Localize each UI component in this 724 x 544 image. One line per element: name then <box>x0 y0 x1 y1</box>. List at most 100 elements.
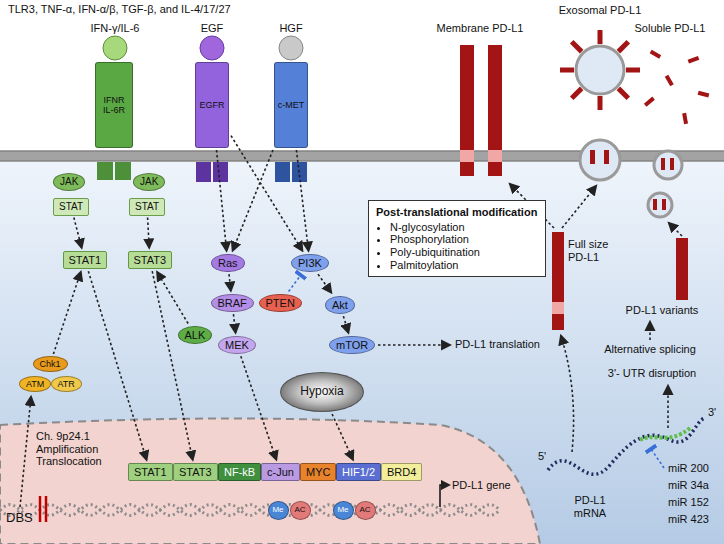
flow-arrow <box>649 322 651 340</box>
node-label: STAT3 <box>134 254 167 267</box>
node-label: Me <box>337 505 348 514</box>
signal-arrow <box>217 150 227 251</box>
signal-arrow <box>53 272 80 354</box>
bullet-item: Phosphorylation <box>390 233 469 246</box>
node-label: STAT1 <box>134 466 167 479</box>
box-heading: Post-translational modification <box>376 206 537 219</box>
text-label: PD-L1 translation <box>455 338 540 351</box>
text-label: Ch. 9p24.1 Amplification Translocation <box>36 430 120 468</box>
factor-box: STAT <box>53 198 89 216</box>
node-label: STAT <box>59 201 83 213</box>
signal-arrow <box>148 218 150 248</box>
acetylation-mark: AC <box>290 501 311 520</box>
mirna-inhibition <box>651 449 664 468</box>
membrane-pd-l1 <box>460 162 474 176</box>
soluble-pd-l1 <box>644 97 655 107</box>
gene-start-arrow <box>440 485 449 507</box>
dna-strand <box>0 505 500 516</box>
node-label: STAT1 <box>69 254 102 267</box>
pd-l1-variant-bar <box>676 238 688 300</box>
text-label: Soluble PD-L1 <box>622 22 718 35</box>
flow-arrow <box>378 344 450 346</box>
soluble-pd-l1 <box>682 113 688 125</box>
kinase-oval: ATM <box>19 376 51 392</box>
kinase-oval: BRAF <box>211 294 254 313</box>
text-label: miR 152 <box>668 496 709 509</box>
bullet-item: Palmitoylation <box>390 259 458 272</box>
text-label: 5' <box>538 450 546 463</box>
signal-arrow <box>241 356 276 459</box>
signal-arrow <box>74 218 82 248</box>
receptor-box: c-MET <box>274 62 308 148</box>
node-label: BRD4 <box>387 466 416 479</box>
full-size-pd-l1-bar <box>552 232 564 330</box>
node-label: Chk1 <box>40 359 61 369</box>
dna-strand <box>0 505 500 516</box>
flow-arrow <box>20 397 31 507</box>
bullet-item: Poly-ubiquitination <box>390 246 480 259</box>
text-label: miR 423 <box>668 513 709 526</box>
node-label: MYC <box>306 466 330 479</box>
text-label: PD-L1 gene <box>452 479 511 492</box>
utr-region <box>640 428 690 440</box>
transcription-factor: STAT1 <box>128 463 173 482</box>
factor-box: STAT <box>129 198 165 216</box>
node-label: ATR <box>58 379 75 389</box>
soluble-pd-l1 <box>648 193 672 217</box>
exosome <box>560 68 574 73</box>
node-label: IFNR IL-6R <box>98 95 130 116</box>
signal-arrow <box>231 136 302 251</box>
signal-arrow <box>332 414 353 460</box>
exosome <box>617 40 630 53</box>
text-label: Full size PD-L1 <box>568 238 618 263</box>
node-label: AC <box>359 505 370 514</box>
full-size-pd-l1-bar <box>552 302 564 314</box>
ligand <box>200 36 224 60</box>
kinase-oval: Akt <box>325 296 355 315</box>
exosome <box>604 150 609 164</box>
inhibition-connector <box>289 275 301 291</box>
soluble-pd-l1 <box>644 50 709 217</box>
membrane-pd-l1 <box>460 45 474 150</box>
node-label: EGFR <box>199 100 224 110</box>
transcription-factor: c-Jun <box>261 463 300 482</box>
text-label: 3' <box>708 406 716 419</box>
text-label: PD-L1 variants <box>612 304 712 317</box>
kinase-oval: mTOR <box>329 336 375 355</box>
soluble-pd-l1 <box>665 75 674 87</box>
signal-arrow <box>343 316 348 332</box>
text-label: 3'- UTR disruption <box>592 367 712 380</box>
node-label: JAK <box>140 176 158 188</box>
ligand <box>103 36 127 60</box>
signal-arrow <box>296 150 308 251</box>
flow-arrow <box>667 386 669 428</box>
membrane-pd-l1 <box>488 45 502 150</box>
full-size-pd-l1-bar <box>552 232 564 302</box>
transcription-factor: NF-kB <box>218 463 261 482</box>
membrane-pd-l1 <box>460 150 474 162</box>
modification-box: Post-translational modificationN-glycosy… <box>368 200 546 277</box>
signal-arrow <box>229 274 231 290</box>
exosome <box>580 140 620 180</box>
kinase-oval: Chk1 <box>33 356 68 372</box>
phosphatase-oval: PTEN <box>259 294 302 313</box>
exosome <box>598 30 603 44</box>
soluble-pd-l1 <box>650 50 662 59</box>
bullet-item: N-glycosylation <box>390 221 465 234</box>
text-label: TLR3, TNF-α, IFN-α/β, TGF-β, and IL-4/17… <box>8 3 231 16</box>
acetylation-mark: AC <box>355 501 376 520</box>
node-label: STAT3 <box>179 466 212 479</box>
kinase-oval: ATR <box>51 376 82 392</box>
exosome <box>598 96 603 110</box>
node-label: MEK <box>225 339 249 352</box>
membrane-pd-l1 <box>488 162 502 176</box>
soluble-pd-l1 <box>661 158 665 170</box>
text-label: Membrane PD-L1 <box>432 22 528 35</box>
exosome <box>626 68 640 73</box>
soluble-pd-l1 <box>653 199 657 210</box>
kinase-oval: PI3K <box>291 254 329 273</box>
text-label: Exosomal PD-L1 <box>552 4 648 17</box>
signal-arrow <box>233 314 235 332</box>
node-label: PI3K <box>298 257 322 270</box>
